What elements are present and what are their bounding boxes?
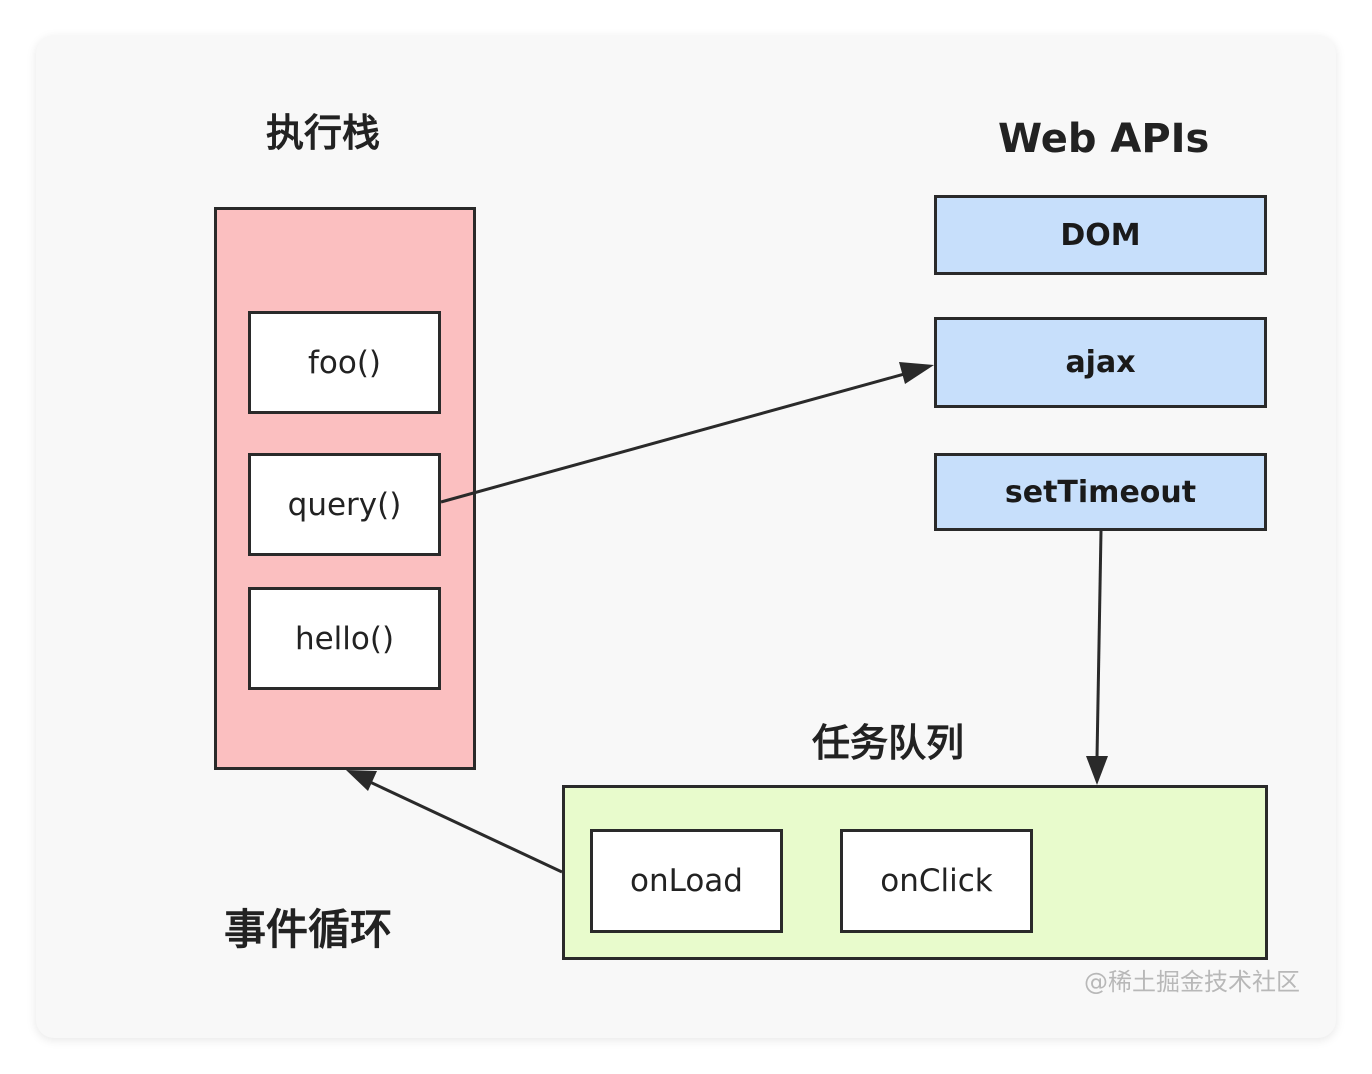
web-api-settimeout: setTimeout xyxy=(934,453,1267,531)
arrow-settimeout-to-queue xyxy=(1086,530,1108,785)
arrow-query-to-ajax xyxy=(440,362,934,504)
stack-frame-hello: hello() xyxy=(248,587,441,690)
task-onload: onLoad xyxy=(590,829,783,933)
arrow-queue-to-stack xyxy=(346,770,563,874)
stack-frame-query: query() xyxy=(248,453,441,556)
task-queue-title: 任务队列 xyxy=(812,721,965,765)
event-loop-label: 事件循环 xyxy=(224,905,393,954)
stack-frame-foo: foo() xyxy=(248,311,441,414)
call-stack-title: 执行栈 xyxy=(266,111,381,155)
web-api-dom: DOM xyxy=(934,195,1267,275)
watermark: @稀土掘金技术社区 xyxy=(1084,968,1300,996)
web-api-ajax: ajax xyxy=(934,317,1267,408)
task-onclick: onClick xyxy=(840,829,1033,933)
web-apis-title: Web APIs xyxy=(998,116,1210,162)
